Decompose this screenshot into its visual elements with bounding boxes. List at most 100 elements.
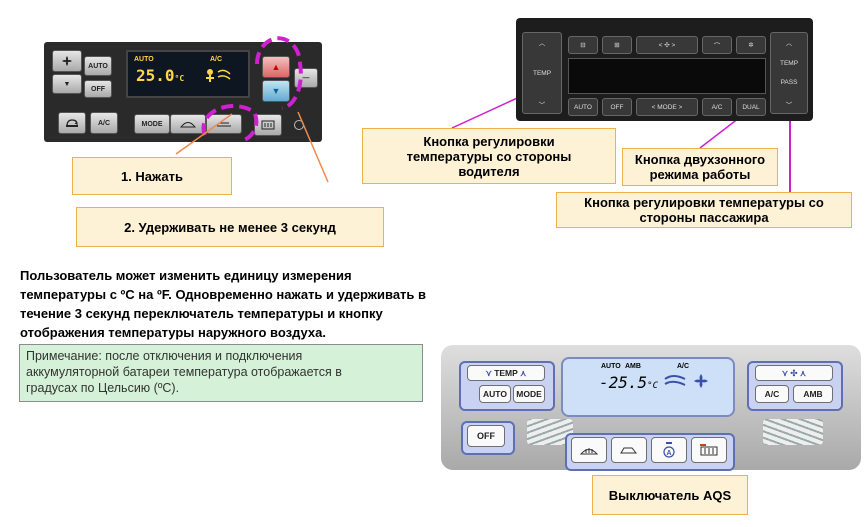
ac-button[interactable]: A/C: [702, 98, 732, 116]
aqs-button[interactable]: A: [651, 437, 687, 463]
climate-panel-3: ⋎ TEMP ⋏ AUTO MODE AUTO AMB A/C -25.5°C …: [441, 345, 861, 471]
caret-up-icon: ⋏: [517, 367, 527, 378]
lcd-ac: A/C: [677, 363, 690, 370]
passenger-temp-rocker[interactable]: ︿ TEMP PASS ﹀: [770, 32, 808, 114]
display-screen: AUTO AMB A/C -25.5°C: [561, 357, 735, 417]
recirc-button[interactable]: [611, 437, 647, 463]
temp-up-arrow-icon: ▲: [271, 62, 281, 72]
aqs-callout: Выключатель AQS: [592, 475, 748, 515]
fan-down-button[interactable]: ▼: [52, 74, 82, 94]
fan-icon: [62, 56, 72, 66]
lcd-temp-unit: °C: [647, 381, 659, 391]
driver-temp-callout-line-1: Кнопка регулировки: [423, 133, 555, 149]
mode-button[interactable]: MODE: [134, 114, 170, 134]
lcd-temperature: -25.5°C: [599, 373, 658, 392]
rear-defrost-button[interactable]: [691, 437, 727, 463]
climate-panel-2: ︿ TEMP ﹀ ⊟ ⊞ < ✣ > ⌒ ✲ AUTO OFF < MODE >…: [516, 18, 813, 121]
fan-speed-rocker[interactable]: ⋎ ✣ ⋏: [755, 365, 833, 381]
driver-temp-callout-line-2: температуры со стороны: [406, 148, 572, 164]
minus-icon: —: [302, 74, 310, 82]
lcd-temp-unit: °C: [174, 74, 185, 83]
lcd-auto: AUTO: [601, 363, 621, 370]
auto-defog-button[interactable]: ✲: [736, 36, 766, 54]
mode-button[interactable]: < MODE >: [636, 98, 698, 116]
auto-button[interactable]: AUTO: [479, 385, 511, 403]
amb-button[interactable]: AMB: [793, 385, 833, 403]
dual-button[interactable]: DUAL: [736, 98, 766, 116]
press-callout: 1. Нажать: [72, 157, 232, 195]
instruction-line-1: Пользователь может изменить единицу изме…: [20, 268, 352, 283]
fan-button[interactable]: [52, 50, 82, 72]
aqs-icon: A: [663, 442, 675, 458]
lcd-temperature: 25.0°C: [136, 66, 184, 85]
display-screen: AUTO A/C 25.0°C: [126, 50, 250, 98]
chevron-up-icon: ︿: [785, 40, 793, 47]
note-line-3: градусах по Цельсию (ºС).: [26, 381, 180, 395]
dual-mode-callout: Кнопка двухзонного режима работы: [622, 148, 778, 186]
driver-temp-label: TEMP: [532, 69, 552, 77]
press-pointer-line: [175, 113, 233, 155]
caret-down-icon: ⋎: [485, 367, 495, 378]
recirc-button[interactable]: [58, 112, 86, 134]
hold-callout: 2. Удерживать не менее 3 секунд: [76, 207, 384, 247]
temp-label: TEMP: [494, 368, 518, 378]
instruction-text: Пользователь может изменить единицу изме…: [20, 266, 500, 342]
windshield-defrost-icon: [180, 122, 196, 128]
display-screen: [568, 58, 766, 94]
svg-text:A: A: [666, 450, 671, 457]
instruction-line-4: отображения температуры наружного воздух…: [20, 325, 326, 340]
rear-defrost-icon: [700, 444, 718, 456]
fresh-air-button[interactable]: [206, 114, 242, 134]
windshield-defrost-icon: [580, 448, 598, 455]
auto-button[interactable]: AUTO: [84, 56, 112, 76]
recirc-button[interactable]: ⌒: [702, 36, 732, 54]
off-button[interactable]: OFF: [84, 80, 112, 98]
passenger-temp-label: TEMP: [779, 59, 799, 67]
fan-icon: [694, 374, 708, 388]
off-button[interactable]: OFF: [602, 98, 632, 116]
rear-defrost-button[interactable]: ⊟: [568, 36, 598, 54]
recirculation-icon: [66, 119, 78, 127]
driver-temp-callout-line-3: водителя: [458, 163, 520, 179]
lcd-temp-value: -25.5: [599, 373, 648, 392]
airflow-icon: [664, 375, 686, 386]
note-box: Примечание: после отключения и подключен…: [19, 344, 423, 402]
temp-down-arrow-icon: ▼: [271, 86, 281, 96]
fan-speed-button[interactable]: < ✣ >: [636, 36, 698, 54]
mode-button[interactable]: MODE: [513, 385, 545, 403]
lcd-auto: AUTO: [134, 56, 154, 63]
rear-defrost-icon: [261, 120, 275, 130]
instruction-line-2: температуры с ºС на ºF. Одновременно наж…: [20, 287, 427, 302]
passenger-temp-callout: Кнопка регулировки температуры со сторон…: [556, 192, 852, 228]
note-line-2: аккумуляторной батареи температура отобр…: [26, 365, 342, 379]
chevron-down-icon: ﹀: [785, 101, 793, 109]
passenger-temp-callout-line-1: Кнопка регулировки температуры со: [584, 195, 824, 210]
right-vent-grille: [763, 419, 823, 445]
ac-button[interactable]: A/C: [755, 385, 789, 403]
passenger-temp-callout-line-2: стороны пассажира: [639, 210, 769, 225]
instruction-line-3: течение 3 секунд переключатель температу…: [20, 306, 383, 321]
lcd-amb: AMB: [625, 363, 641, 370]
dual-mode-callout-line-2: режима работы: [649, 167, 751, 182]
pass-label: PASS: [780, 79, 798, 87]
windshield-defrost-button[interactable]: [571, 437, 607, 463]
auto-button[interactable]: AUTO: [568, 98, 598, 116]
chevron-down-icon: ﹀: [538, 102, 546, 109]
lcd-temp-value: 25.0: [136, 66, 175, 85]
driver-temp-rocker[interactable]: ︿ TEMP ﹀: [522, 32, 562, 114]
airflow-icon: [206, 69, 231, 82]
off-button[interactable]: OFF: [467, 425, 505, 447]
hold-pointer-line: [297, 111, 329, 183]
temp-down-button[interactable]: ▼: [262, 80, 290, 102]
chevron-up-icon: ︿: [538, 40, 546, 47]
outside-temp-button-highlight: [201, 104, 259, 142]
temp-up-button[interactable]: ▲: [262, 56, 290, 78]
ac-button[interactable]: A/C: [90, 112, 118, 134]
lcd-ac: A/C: [210, 56, 223, 63]
car-recirculation-icon: [620, 447, 638, 454]
temp-switch-highlight: [255, 36, 303, 110]
note-line-1: Примечание: после отключения и подключен…: [26, 349, 303, 363]
front-defrost-button[interactable]: ⊞: [602, 36, 632, 54]
temp-rocker[interactable]: ⋎ TEMP ⋏: [467, 365, 545, 381]
